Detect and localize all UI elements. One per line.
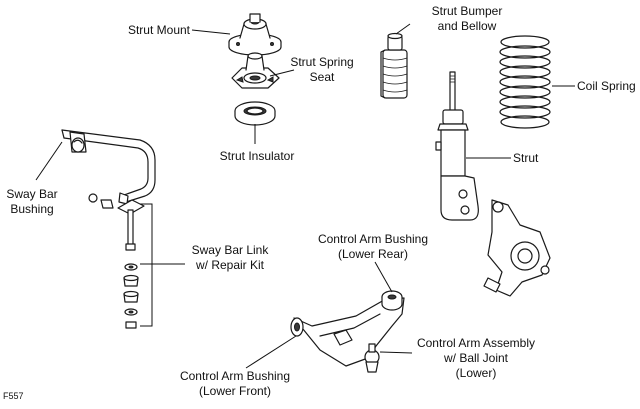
label-control-arm-bushing-front-line-2: (Lower Front) bbox=[198, 384, 272, 398]
label-coil-spring: Coil Spring bbox=[577, 79, 636, 93]
label-control-arm-bushing-rear-line-1: Control Arm Bushing bbox=[317, 232, 429, 246]
label-strut-bumper-line-1: Strut Bumper bbox=[431, 4, 503, 18]
label-control-arm-assembly-line-1: Control Arm Assembly bbox=[416, 336, 536, 350]
label-strut: Strut bbox=[513, 151, 539, 165]
coil-spring-part bbox=[499, 35, 551, 129]
label-strut-bumper-bellow: Strut Bumper and Bellow bbox=[418, 4, 516, 34]
label-control-arm-bushing-front: Control Arm Bushing (Lower Front) bbox=[172, 369, 298, 399]
label-sway-bar-bushing-line-1: Sway Bar bbox=[6, 187, 58, 201]
strut-bumper-bellow-part bbox=[380, 32, 408, 99]
label-strut-insulator: Strut Insulator bbox=[219, 149, 295, 163]
label-control-arm-bushing-front-line-1: Control Arm Bushing bbox=[179, 369, 291, 383]
steering-knuckle-part bbox=[483, 199, 551, 297]
label-strut-spring-seat-line-2: Seat bbox=[309, 70, 335, 84]
strut-spring-seat-part bbox=[231, 52, 280, 89]
label-control-arm-assembly-line-2: w/ Ball Joint bbox=[443, 351, 509, 365]
figure-code: F557 bbox=[3, 391, 24, 401]
label-control-arm-assembly: Control Arm Assembly w/ Ball Joint (Lowe… bbox=[410, 336, 542, 381]
label-control-arm-bushing-rear-line-2: (Lower Rear) bbox=[337, 247, 409, 261]
label-sway-bar-link: Sway Bar Link w/ Repair Kit bbox=[186, 243, 274, 273]
leader-lines bbox=[35, 23, 575, 369]
sway-bar-link-part bbox=[88, 193, 145, 329]
sway-bar-part bbox=[61, 129, 156, 205]
label-sway-bar-bushing-line-2: Bushing bbox=[10, 202, 54, 216]
strut-part bbox=[435, 71, 479, 221]
label-sway-bar-link-line-1: Sway Bar Link bbox=[191, 243, 269, 257]
label-sway-bar-bushing: Sway Bar Bushing bbox=[2, 187, 62, 217]
label-control-arm-assembly-line-3: (Lower) bbox=[455, 366, 497, 380]
label-strut-spring-seat-line-1: Strut Spring bbox=[290, 55, 354, 69]
label-strut-spring-seat: Strut Spring Seat bbox=[282, 55, 362, 85]
label-strut-mount: Strut Mount bbox=[127, 23, 190, 37]
strut-insulator-part bbox=[234, 101, 276, 126]
label-strut-bumper-line-2: and Bellow bbox=[437, 19, 497, 33]
label-sway-bar-link-line-2: w/ Repair Kit bbox=[195, 258, 265, 272]
strut-mount-part bbox=[228, 13, 282, 56]
label-control-arm-bushing-rear: Control Arm Bushing (Lower Rear) bbox=[310, 232, 436, 262]
lower-control-arm-part bbox=[290, 290, 405, 373]
